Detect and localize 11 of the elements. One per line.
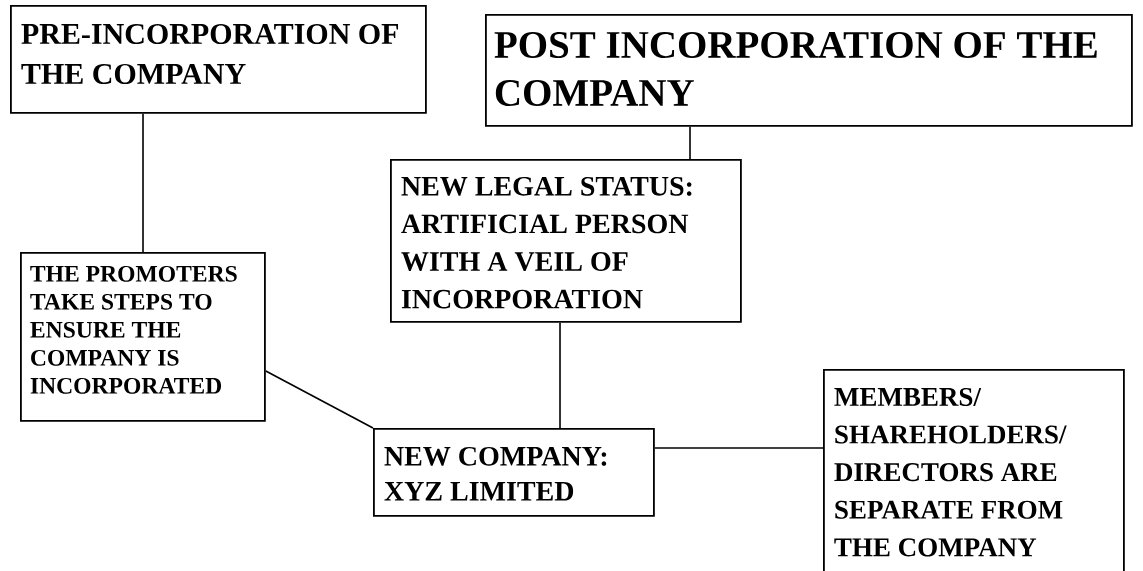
text-box: POST INCORPORATION OF THE COMPANY (485, 14, 1133, 127)
text-box: MEMBERS/ SHAREHOLDERS/ DIRECTORS ARE SEPARATE FROM THE COMPANY (823, 369, 1125, 571)
text-box: NEW LEGAL STATUS: ARTIFICIAL PERSON WITH A VEIL OF INCORPORATION (390, 159, 742, 323)
text-box: NEW COMPANY: XYZ LIMITED (373, 428, 655, 517)
text-box: THE PROMOTERS TAKE STEPS TO ENSURE THE COMPANY IS INCORPORATED (20, 252, 266, 422)
connector-line (265, 370, 374, 429)
connector-line (559, 322, 561, 429)
text-box: PRE-INCORPORATION OF THE COMPANY (10, 5, 427, 114)
connector-line (654, 447, 824, 449)
connector-line (142, 113, 144, 253)
connector-line (689, 126, 691, 160)
